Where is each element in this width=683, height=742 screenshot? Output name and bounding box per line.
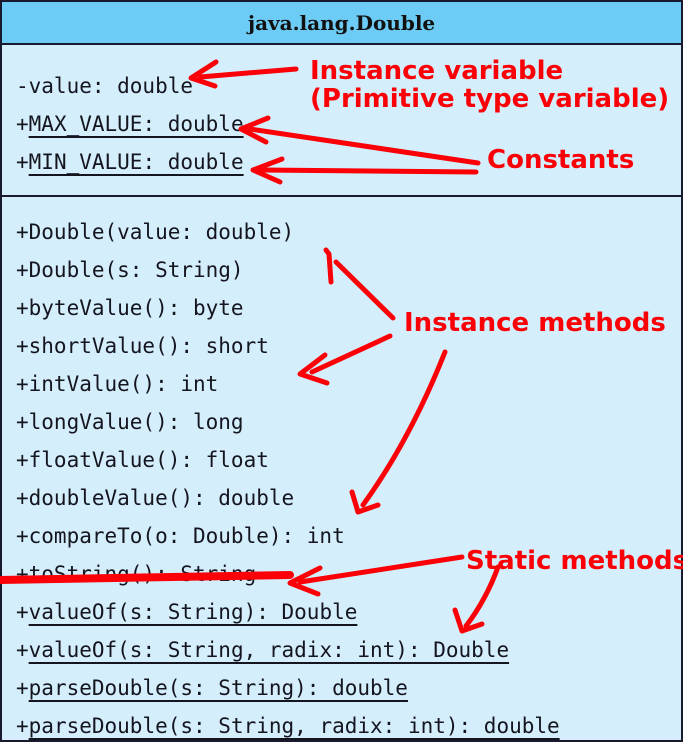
method-row: +floatValue(): float xyxy=(16,445,269,475)
attribute-label: MIN_VALUE: double xyxy=(28,149,244,174)
class-header: java.lang.Double xyxy=(2,2,681,45)
attribute-row: +MAX_VALUE: double xyxy=(16,109,244,139)
attribute-row: +MIN_VALUE: double xyxy=(16,147,244,177)
method-label: +Double(s: String) xyxy=(16,257,244,282)
method-label: +byteValue(): byte xyxy=(16,295,244,320)
method-row: +byteValue(): byte xyxy=(16,293,244,323)
method-label: +intValue(): int xyxy=(16,371,219,396)
method-label: +longValue(): long xyxy=(16,409,244,434)
method-label: +doubleValue(): double xyxy=(16,485,295,510)
method-row: +intValue(): int xyxy=(16,369,218,399)
visibility-marker: + xyxy=(16,111,29,136)
visibility-marker: + xyxy=(16,675,29,700)
method-label: parseDouble(s: String, radix: int): doub… xyxy=(28,713,560,738)
method-row: +doubleValue(): double xyxy=(16,483,294,513)
method-label: valueOf(s: String, radix: int): Double xyxy=(28,637,510,662)
method-label: parseDouble(s: String): double xyxy=(28,675,408,700)
methods-compartment: +Double(value: double) +Double(s: String… xyxy=(2,197,681,742)
visibility-marker: + xyxy=(16,713,29,738)
method-label: +toString(): String xyxy=(16,561,257,586)
attribute-label: -value: double xyxy=(16,73,194,98)
method-label: +compareTo(o: Double): int xyxy=(16,523,345,548)
class-name-label: java.lang.Double xyxy=(247,10,436,35)
method-row: +toString(): String xyxy=(16,559,256,589)
method-row: +parseDouble(s: String, radix: int): dou… xyxy=(16,711,560,741)
method-row: +compareTo(o: Double): int xyxy=(16,521,345,551)
visibility-marker: + xyxy=(16,637,29,662)
method-row: +shortValue(): short xyxy=(16,331,269,361)
method-row: +Double(value: double) xyxy=(16,217,294,247)
method-label: +Double(value: double) xyxy=(16,219,295,244)
attributes-compartment: -value: double +MAX_VALUE: double +MIN_V… xyxy=(2,45,681,197)
method-row: +longValue(): long xyxy=(16,407,244,437)
method-row: +parseDouble(s: String): double xyxy=(16,673,408,703)
visibility-marker: + xyxy=(16,599,29,624)
attribute-label: MAX_VALUE: double xyxy=(28,111,244,136)
method-row: +valueOf(s: String, radix: int): Double xyxy=(16,635,509,665)
visibility-marker: + xyxy=(16,149,29,174)
method-row: +Double(s: String) xyxy=(16,255,244,285)
method-label: +floatValue(): float xyxy=(16,447,269,472)
attribute-row: -value: double xyxy=(16,71,193,101)
method-label: +shortValue(): short xyxy=(16,333,269,358)
method-label: valueOf(s: String): Double xyxy=(28,599,358,624)
method-row: +valueOf(s: String): Double xyxy=(16,597,357,627)
